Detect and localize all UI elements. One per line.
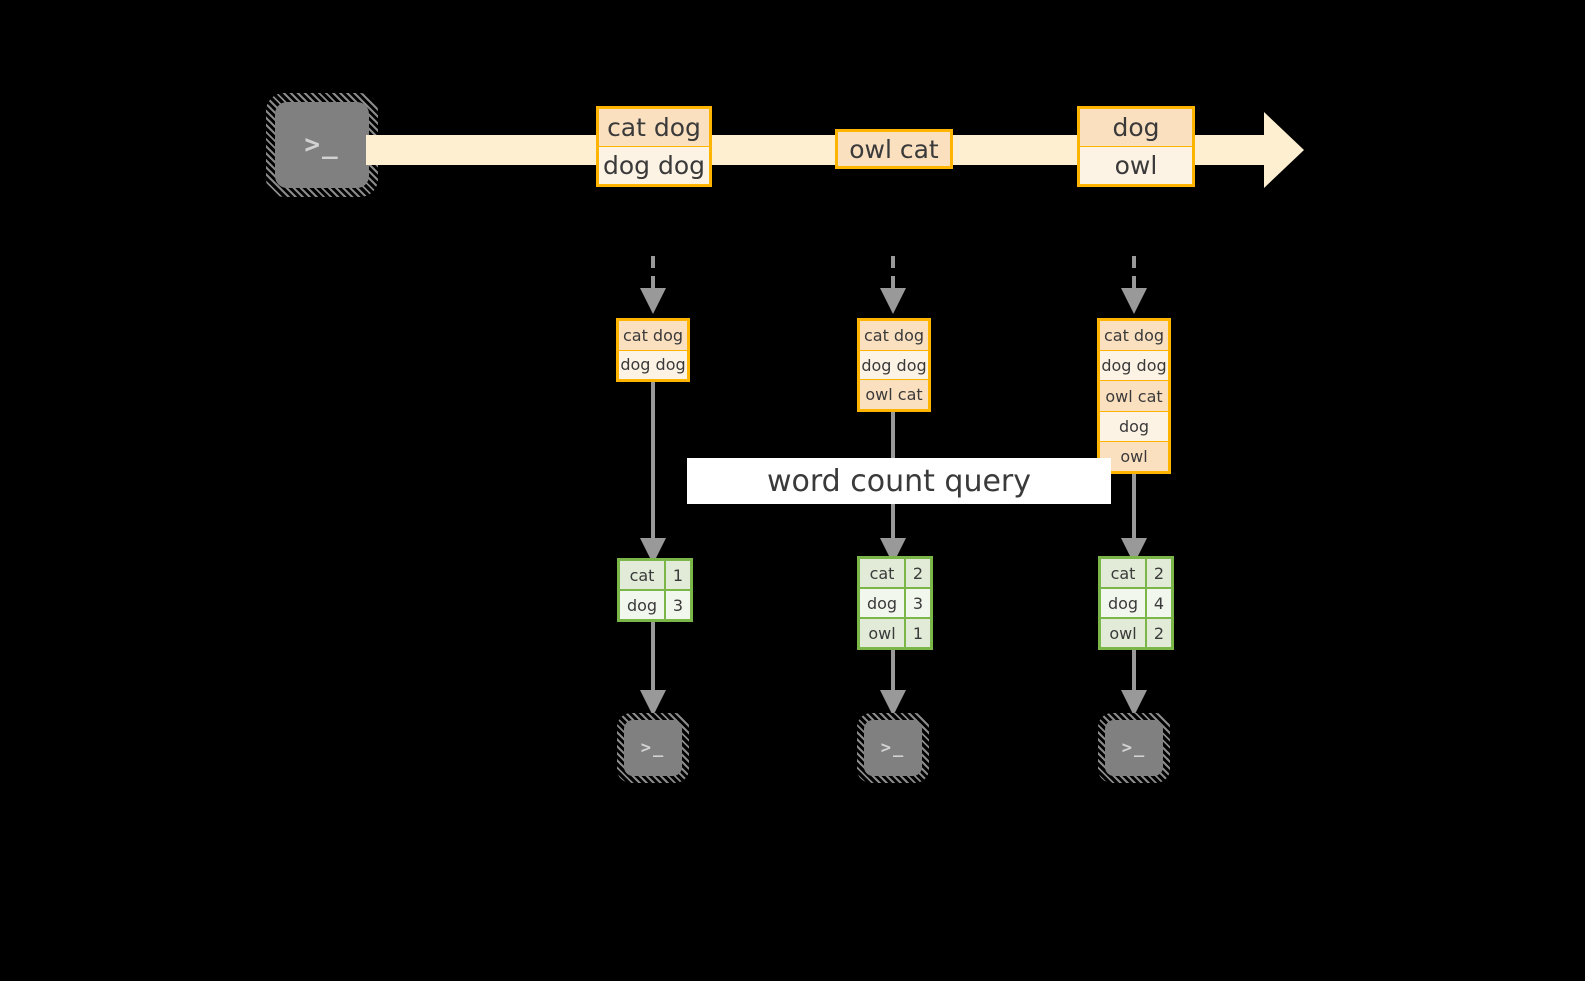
stream-record-line: owl xyxy=(1080,147,1192,184)
result-table-1[interactable]: cat 1 dog 3 xyxy=(617,558,693,622)
result-word: cat xyxy=(860,559,906,587)
terminal-screen xyxy=(864,720,922,776)
result-count: 2 xyxy=(906,559,930,587)
stream-record-line: owl cat xyxy=(838,132,950,166)
query-banner-label: word count query xyxy=(766,463,1032,499)
stream-record-1[interactable]: cat dog dog dog xyxy=(596,106,712,187)
snapshot-line: dog dog xyxy=(1100,351,1168,382)
source-terminal-icon[interactable]: >_ xyxy=(266,93,378,197)
table-row: cat 2 xyxy=(1101,559,1171,589)
table-row: cat 2 xyxy=(860,559,930,589)
snapshot-line: cat dog xyxy=(860,321,928,351)
terminal-screen xyxy=(624,720,682,776)
snapshot-line: owl xyxy=(1100,441,1168,472)
result-to-sink-connector-1 xyxy=(651,622,655,694)
terminal-screen xyxy=(1105,720,1163,776)
result-count: 1 xyxy=(906,619,930,647)
snapshot-line: cat dog xyxy=(619,321,687,351)
result-word: dog xyxy=(1101,589,1147,617)
snapshot-to-result-connector-1 xyxy=(651,382,655,542)
result-count: 1 xyxy=(666,561,690,589)
stream-record-line: dog xyxy=(1080,109,1192,147)
result-count: 2 xyxy=(1147,559,1171,587)
result-word: cat xyxy=(620,561,666,589)
terminal-prompt-glyph: >_ xyxy=(640,737,666,758)
table-row: cat 1 xyxy=(620,561,690,591)
result-word: owl xyxy=(1101,619,1147,647)
snapshot-1[interactable]: cat dog dog dog xyxy=(616,318,690,382)
table-row: dog 3 xyxy=(620,591,690,619)
result-word: dog xyxy=(860,589,906,617)
result-to-sink-arrowhead-1 xyxy=(640,690,666,716)
table-row: owl 1 xyxy=(860,619,930,647)
snapshot-line: owl cat xyxy=(860,380,928,410)
table-row: owl 2 xyxy=(1101,619,1171,647)
result-word: dog xyxy=(620,591,666,619)
table-row: dog 3 xyxy=(860,589,930,619)
snapshot-line: cat dog xyxy=(1100,321,1168,352)
result-count: 2 xyxy=(1147,619,1171,647)
snapshot-2[interactable]: cat dog dog dog owl cat xyxy=(857,318,931,412)
result-to-sink-connector-2 xyxy=(891,650,895,694)
stream-to-snapshot-connector-2 xyxy=(891,256,895,290)
result-count: 4 xyxy=(1147,589,1171,617)
snapshot-line: dog dog xyxy=(860,350,928,381)
result-count: 3 xyxy=(666,591,690,619)
stream-record-line: cat dog xyxy=(599,109,709,147)
terminal-screen xyxy=(275,102,369,188)
terminal-prompt-glyph: >_ xyxy=(304,130,340,160)
table-row: dog 4 xyxy=(1101,589,1171,619)
result-table-2[interactable]: cat 2 dog 3 owl 1 xyxy=(857,556,933,650)
snapshot-line: owl cat xyxy=(1100,381,1168,412)
query-banner: word count query xyxy=(687,458,1111,504)
stream-to-snapshot-connector-3 xyxy=(1132,256,1136,290)
stream-to-snapshot-connector-1 xyxy=(651,256,655,290)
result-table-3[interactable]: cat 2 dog 4 owl 2 xyxy=(1098,556,1174,650)
stream-to-snapshot-arrowhead-2 xyxy=(880,288,906,314)
stream-record-3[interactable]: dog owl xyxy=(1077,106,1195,187)
stream-to-snapshot-arrowhead-3 xyxy=(1121,288,1147,314)
snapshot-line: dog xyxy=(1100,411,1168,442)
snapshot-to-result-connector-3 xyxy=(1132,474,1136,542)
stream-arrowhead xyxy=(1264,112,1304,188)
result-word: owl xyxy=(860,619,906,647)
result-to-sink-connector-3 xyxy=(1132,650,1136,694)
sink-terminal-icon-3[interactable]: >_ xyxy=(1098,713,1170,783)
stream-to-snapshot-arrowhead-1 xyxy=(640,288,666,314)
result-to-sink-arrowhead-3 xyxy=(1121,690,1147,716)
result-to-sink-arrowhead-2 xyxy=(880,690,906,716)
result-word: cat xyxy=(1101,559,1147,587)
stream-record-line: dog dog xyxy=(599,147,709,184)
stream-record-2[interactable]: owl cat xyxy=(835,129,953,169)
snapshot-3[interactable]: cat dog dog dog owl cat dog owl xyxy=(1097,318,1171,474)
terminal-prompt-glyph: >_ xyxy=(1121,737,1147,758)
result-count: 3 xyxy=(906,589,930,617)
terminal-prompt-glyph: >_ xyxy=(880,737,906,758)
sink-terminal-icon-2[interactable]: >_ xyxy=(857,713,929,783)
snapshot-line: dog dog xyxy=(619,350,687,379)
sink-terminal-icon-1[interactable]: >_ xyxy=(617,713,689,783)
